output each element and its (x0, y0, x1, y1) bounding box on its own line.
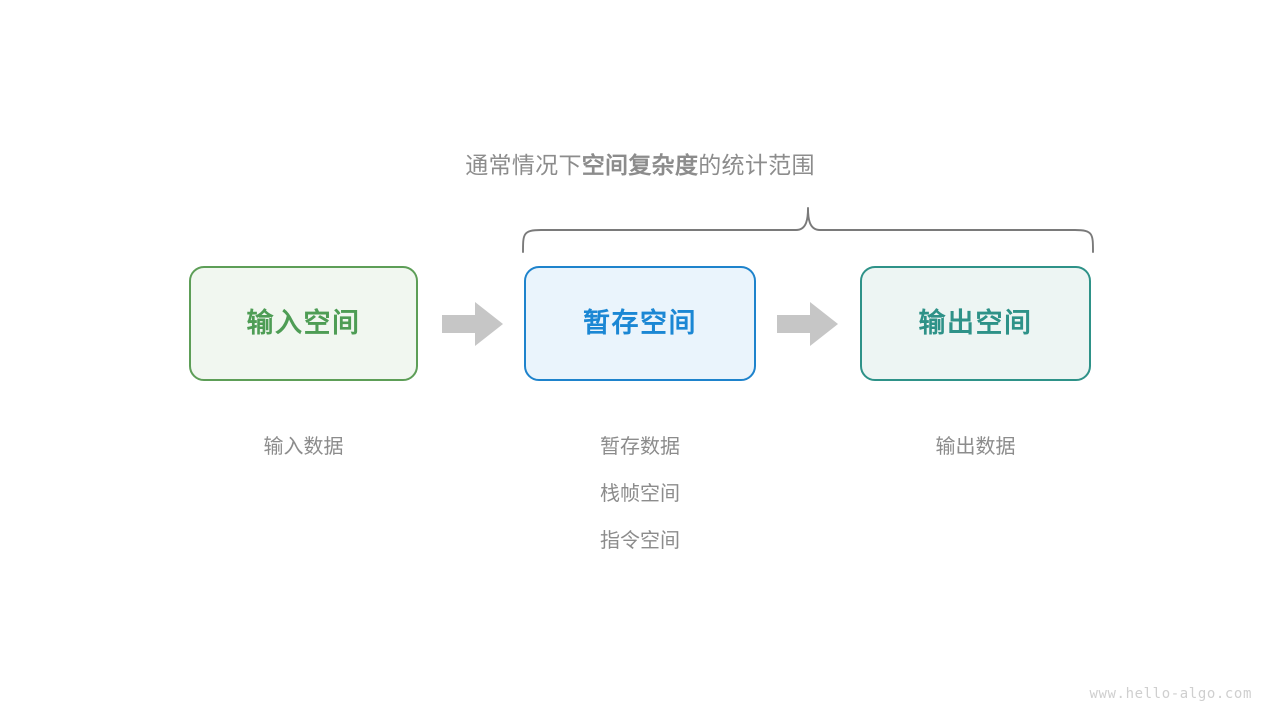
arrow-temp-to-output (777, 301, 839, 347)
right-arrow-icon (442, 302, 503, 346)
caption-item: 暂存数据 (600, 436, 680, 458)
caption-list-temp: 暂存数据 栈帧空间 指令空间 (524, 424, 756, 565)
arrow-input-to-temp (442, 301, 504, 347)
curly-brace-icon (522, 207, 1094, 253)
watermark: www.hello-algo.com (1089, 686, 1252, 702)
box-temp-space[interactable]: 暂存空间 (524, 266, 756, 381)
scope-title-emphasis: 空间复杂度 (581, 152, 699, 178)
box-output-space-label: 输出空间 (918, 308, 1033, 338)
box-temp-space-label: 暂存空间 (583, 308, 697, 338)
caption-list-output: 输出数据 (860, 424, 1091, 471)
scope-title-prefix: 通常情况下 (465, 152, 582, 178)
box-output-space[interactable]: 输出空间 (860, 266, 1091, 381)
scope-brace (515, 196, 1100, 254)
caption-item: 指令空间 (600, 530, 680, 552)
right-arrow-icon (777, 302, 838, 346)
caption-item: 输出数据 (935, 436, 1016, 458)
caption-item: 输入数据 (263, 436, 344, 458)
scope-title-suffix: 的统计范围 (698, 152, 815, 178)
box-input-space[interactable]: 输入空间 (189, 266, 418, 381)
caption-list-input: 输入数据 (189, 424, 418, 471)
caption-item: 栈帧空间 (600, 483, 680, 505)
scope-title: 通常情况下空间复杂度的统计范围 (0, 146, 1280, 180)
box-input-space-label: 输入空间 (246, 308, 361, 338)
